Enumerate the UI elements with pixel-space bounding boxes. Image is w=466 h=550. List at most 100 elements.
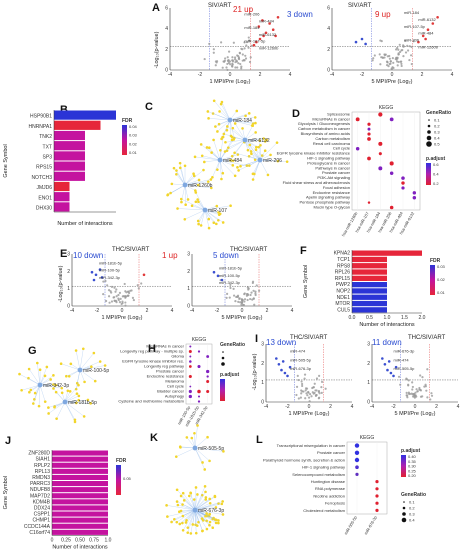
x-tick-label: 2: [329, 404, 332, 410]
data-point: [315, 389, 318, 392]
data-point-up: [255, 40, 258, 44]
target-node: [254, 121, 257, 125]
dot: [206, 369, 210, 374]
data-point: [300, 392, 303, 395]
edge: [194, 494, 198, 511]
legend-colorbar: [401, 455, 406, 477]
edge: [56, 401, 66, 419]
target-node: [181, 521, 184, 525]
target-node: [213, 494, 217, 498]
target-node: [206, 435, 209, 439]
target-node: [217, 218, 220, 222]
x-tick-label: -4: [190, 308, 195, 314]
edge: [204, 209, 210, 229]
edge: [194, 509, 198, 526]
dot: [188, 349, 192, 354]
data-point: [240, 67, 243, 70]
data-point: [304, 389, 307, 392]
data-point: [299, 396, 302, 399]
x-tick-label: 4: [291, 308, 294, 314]
bar: [52, 523, 108, 529]
edge: [179, 509, 196, 512]
gene-label: RPLP2: [34, 463, 50, 469]
target-node: [184, 203, 187, 207]
gene-label: HSP90B1: [30, 114, 52, 120]
data-point: [404, 51, 408, 54]
bar: [352, 294, 387, 300]
legend-colorbar: [220, 379, 225, 401]
target-node: [54, 383, 58, 387]
target-node: [89, 402, 92, 405]
target-node: [74, 349, 78, 352]
edge: [207, 111, 231, 121]
y-tick-label: 3: [67, 252, 70, 258]
x-tick-label: -4: [264, 404, 269, 410]
panel-j-letter: J: [5, 435, 12, 447]
x-tick-label: 1.5: [401, 315, 408, 321]
point-label: miR-484: [418, 31, 434, 36]
target-node: [74, 387, 78, 391]
edge: [187, 509, 196, 533]
edge: [194, 425, 198, 449]
edge: [39, 375, 54, 386]
data-point: [108, 301, 111, 304]
edge: [194, 447, 224, 452]
x-tick-label: 0.25: [61, 537, 71, 543]
data-point: [309, 392, 312, 396]
target-node: [178, 166, 182, 170]
gene-label: KPNA2: [334, 251, 351, 257]
target-node: [178, 522, 182, 526]
term-label: EGFR tyrosine kinase inhibitor res.: [122, 359, 184, 364]
dot: [389, 171, 394, 175]
term-label: Pentose phosphate pathway: [300, 200, 350, 205]
edge: [214, 100, 231, 121]
plot-title: KEGG: [192, 337, 207, 343]
target-node: [204, 498, 208, 501]
target-node: [210, 151, 213, 154]
term-label: HIF-1 signaling pathway: [302, 465, 345, 470]
target-node: [219, 102, 223, 106]
target-node: [254, 131, 257, 134]
x-axis-label: 1 MPI/Pre (Log₂): [102, 315, 143, 321]
y-tick-label: 0: [261, 400, 264, 406]
target-node: [77, 383, 80, 387]
bar: [52, 474, 108, 480]
data-point: [307, 391, 310, 394]
point-label: miR-100-5p: [219, 273, 241, 278]
dot: [367, 201, 371, 204]
data-point: [373, 54, 376, 57]
term-label: Parathyroid hormone synth, secretion & a…: [263, 457, 345, 462]
panel-a-left-up: 21 up: [233, 5, 254, 14]
data-point-down: [281, 360, 285, 363]
bar: [352, 263, 387, 269]
data-point: [430, 394, 434, 397]
term-label: Nicotine addiction: [313, 493, 345, 498]
data-point: [130, 289, 133, 292]
legend-title: p.adjust: [426, 156, 446, 162]
term-label: Cell cycle: [333, 146, 351, 151]
dot: [375, 501, 379, 505]
edge: [79, 361, 101, 371]
panel-e-left-title: THC/SIV/ART: [112, 247, 150, 253]
x-tick-label: -2: [95, 308, 100, 314]
data-point: [318, 396, 321, 399]
edge: [184, 179, 211, 186]
data-point: [239, 301, 242, 304]
edge: [209, 147, 221, 161]
data-point-up: [417, 40, 420, 44]
edge: [184, 184, 212, 189]
target-node: [269, 153, 272, 157]
target-node: [207, 117, 210, 120]
data-point: [250, 44, 253, 47]
point-label: miR-6132: [259, 32, 277, 37]
target-node: [222, 132, 226, 136]
bar: [54, 171, 85, 181]
target-node: [47, 406, 50, 409]
y-tick-label: 0: [187, 304, 190, 310]
data-point: [320, 391, 323, 394]
edge: [179, 509, 196, 525]
target-node: [38, 368, 42, 372]
x-tick-label: 0: [414, 404, 417, 410]
data-point: [379, 63, 382, 66]
bar: [54, 110, 116, 120]
